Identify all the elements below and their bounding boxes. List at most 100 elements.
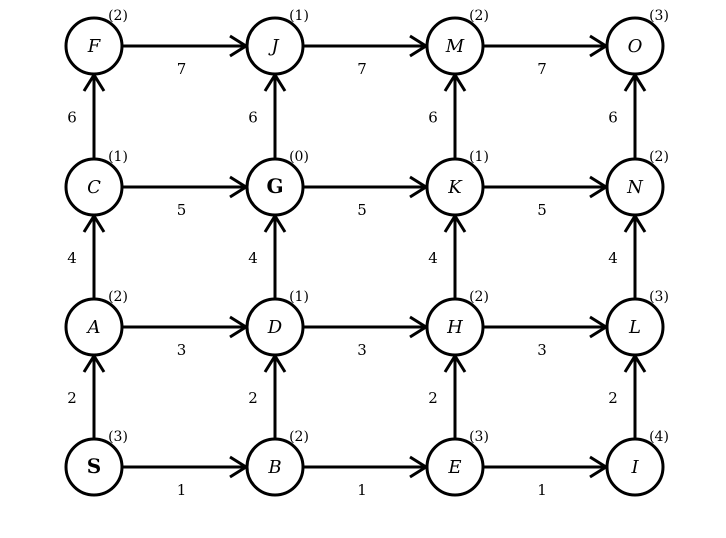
edge-weight-label: 2 (428, 389, 438, 407)
edge-weight-label: 6 (608, 109, 618, 127)
node-circle (64, 437, 124, 497)
node-label: D (267, 317, 283, 338)
edge-C-G: 5 (122, 175, 249, 219)
node-heuristic-label: (3) (649, 8, 669, 24)
node-circle (64, 16, 124, 76)
node-label: J (267, 36, 280, 57)
node-circle (605, 16, 665, 76)
edge-K-M: 6 (428, 72, 467, 159)
node-circle (245, 297, 305, 357)
node-C: C (1) (64, 149, 128, 217)
edge-weight-label: 2 (608, 389, 618, 407)
node-H: H (2) (425, 289, 489, 357)
node-O: O (3) (605, 8, 669, 76)
edge-weight-label: 3 (357, 341, 367, 359)
edge-weight-label: 6 (248, 109, 258, 127)
node-heuristic-label: (1) (108, 149, 128, 165)
node-label: N (626, 177, 644, 198)
node-heuristic-label: (3) (108, 429, 128, 445)
edge-M-O: 7 (483, 34, 609, 78)
node-F: F(2) (64, 8, 128, 76)
node-heuristic-label: (0) (289, 149, 309, 165)
node-heuristic-label: (2) (469, 289, 489, 305)
node-heuristic-label: (1) (289, 8, 309, 24)
node-label: B (267, 457, 281, 478)
edge-N-O: 6 (608, 72, 647, 159)
node-circle (425, 297, 485, 357)
node-circle (64, 297, 124, 357)
edge-B-E: 1 (303, 455, 429, 499)
edge-D-H: 3 (303, 315, 429, 359)
edge-S-B: 1 (122, 455, 249, 499)
edge-C-F: 6 (67, 72, 106, 159)
node-label: L (628, 317, 641, 338)
node-heuristic-label: (2) (649, 149, 669, 165)
node-circle (64, 157, 124, 217)
edge-weight-label: 4 (67, 249, 77, 267)
edge-D-G: 4 (248, 213, 287, 299)
edge-H-K: 4 (428, 213, 467, 299)
edges-layer: 1 1 1 3 3 3 5 5 5 7 7 7 2 2 2 2 4 4 4 4 6 6 6 6 (67, 34, 647, 499)
node-A: A(2) (64, 289, 128, 357)
node-N: N (2) (605, 149, 669, 217)
node-I: I(4) (605, 429, 669, 497)
edge-K-N: 5 (483, 175, 609, 219)
node-S: S (3) (64, 429, 128, 497)
edge-F-J: 7 (122, 34, 249, 78)
edge-weight-label: 2 (67, 389, 77, 407)
node-label: K (447, 177, 463, 198)
edge-weight-label: 1 (177, 481, 187, 499)
node-heuristic-label: (2) (289, 429, 309, 445)
node-L: L (3) (605, 289, 669, 357)
node-heuristic-label: (3) (649, 289, 669, 305)
edge-A-D: 3 (122, 315, 249, 359)
edge-B-D: 2 (248, 353, 287, 439)
node-circle (245, 437, 305, 497)
node-label: S (87, 454, 101, 478)
node-circle (425, 157, 485, 217)
node-label: C (87, 177, 101, 198)
edge-H-L: 3 (483, 315, 609, 359)
node-label: M (445, 36, 465, 57)
node-label: H (446, 317, 463, 338)
node-J: J (1) (245, 8, 309, 76)
node-E: E (3) (425, 429, 489, 497)
edge-weight-label: 6 (428, 109, 438, 127)
edge-weight-label: 1 (357, 481, 367, 499)
node-heuristic-label: (2) (469, 8, 489, 24)
edge-weight-label: 7 (357, 60, 367, 78)
edge-weight-label: 3 (537, 341, 547, 359)
node-G: G (0) (245, 149, 309, 217)
edge-A-C: 4 (67, 213, 106, 299)
node-circle (245, 157, 305, 217)
edge-L-N: 4 (608, 213, 647, 299)
node-circle (605, 437, 665, 497)
edge-weight-label: 4 (428, 249, 438, 267)
node-label: G (266, 174, 283, 198)
node-circle (425, 437, 485, 497)
node-label: E (447, 457, 461, 478)
node-heuristic-label: (1) (469, 149, 489, 165)
edge-weight-label: 4 (248, 249, 258, 267)
node-label: I (630, 457, 639, 478)
node-heuristic-label: (2) (108, 289, 128, 305)
node-D: D (1) (245, 289, 309, 357)
edge-I-L: 2 (608, 353, 647, 439)
edge-weight-label: 7 (177, 60, 187, 78)
node-label: O (628, 36, 643, 57)
node-circle (245, 16, 305, 76)
edge-weight-label: 7 (537, 60, 547, 78)
node-K: K (1) (425, 149, 489, 217)
edge-weight-label: 4 (608, 249, 618, 267)
node-label: F (87, 36, 102, 57)
edge-E-I: 1 (483, 455, 609, 499)
edge-S-A: 2 (67, 353, 106, 439)
node-circle (425, 16, 485, 76)
edge-weight-label: 5 (177, 201, 187, 219)
node-heuristic-label: (3) (469, 429, 489, 445)
node-circle (605, 157, 665, 217)
edge-weight-label: 5 (357, 201, 367, 219)
nodes-layer: S (3) B (2) E (3) I(4) A(2) D (1) H (2) L (3) C (1) G (0)… (64, 8, 669, 497)
node-heuristic-label: (1) (289, 289, 309, 305)
